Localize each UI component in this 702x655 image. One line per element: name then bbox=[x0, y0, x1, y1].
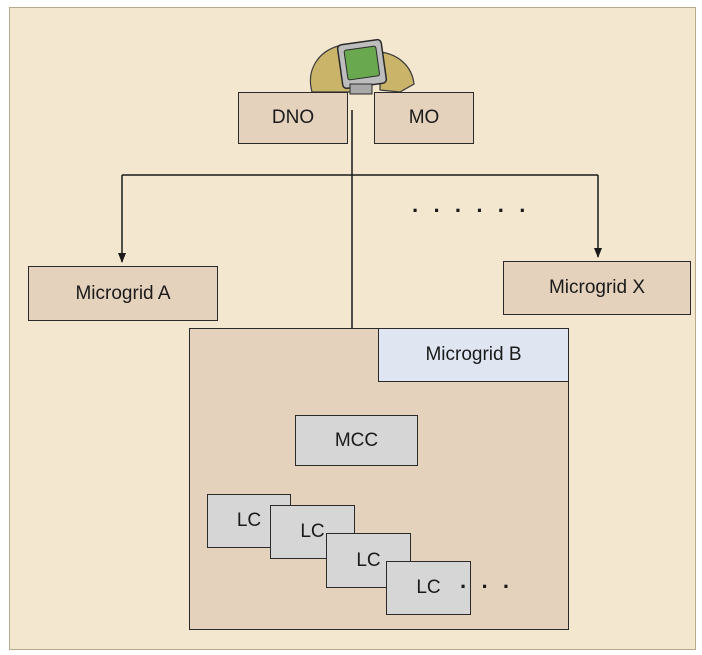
mo-label: MO bbox=[408, 107, 440, 128]
dno-label: DNO bbox=[271, 107, 315, 128]
microgrid-x-box: Microgrid X bbox=[503, 261, 691, 315]
lc-label-4: LC bbox=[416, 577, 441, 598]
lc-label-2: LC bbox=[300, 521, 325, 542]
mo-box: MO bbox=[374, 92, 474, 144]
dno-box: DNO bbox=[238, 92, 348, 144]
mcc-label: MCC bbox=[334, 429, 379, 451]
microgrid-b-label: Microgrid B bbox=[425, 344, 522, 365]
microgrid-a-box: Microgrid A bbox=[28, 266, 218, 321]
lc-box-4: LC bbox=[386, 561, 471, 615]
lc-box-3: LC bbox=[326, 533, 411, 588]
lc-label-1: LC bbox=[236, 510, 262, 531]
microgrid-a-label: Microgrid A bbox=[75, 282, 171, 304]
mcc-box: MCC bbox=[295, 415, 418, 466]
lc-label-3: LC bbox=[356, 549, 381, 571]
microgrid-x-label: Microgrid X bbox=[548, 277, 646, 298]
more-lc-ellipsis: · · · bbox=[460, 574, 515, 599]
more-microgrids-ellipsis: · · · · · · bbox=[412, 198, 531, 223]
microgrid-b-label-box: Microgrid B bbox=[378, 328, 569, 382]
